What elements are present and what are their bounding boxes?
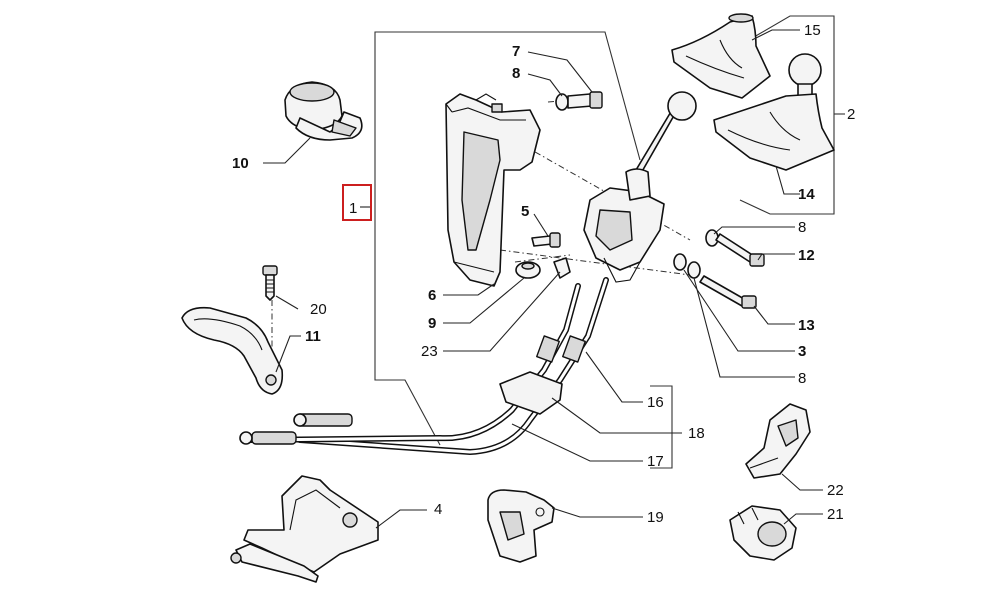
axis-line — [514, 254, 571, 263]
leader-lines — [263, 29, 823, 529]
label-part-6: 6 — [428, 287, 436, 304]
group-2-bracket — [739, 15, 835, 215]
washer-part-3 — [673, 253, 687, 271]
label-part-16: 16 — [647, 394, 664, 411]
label-part-17: 17 — [647, 453, 664, 470]
label-part-2: 2 — [847, 106, 855, 123]
screw-part-20 — [262, 265, 278, 301]
label-part-3: 3 — [798, 343, 806, 360]
label-part-12: 12 — [798, 247, 815, 264]
highlight-box — [342, 184, 372, 221]
bolt-part-7 — [555, 91, 603, 111]
label-part-11: 11 — [305, 328, 321, 345]
label-part-9: 9 — [428, 315, 436, 332]
label-part-20: 20 — [310, 301, 327, 318]
part-labels: 1 2 3 4 5 6 7 8 8 8 9 10 11 12 13 14 15 … — [232, 22, 855, 526]
gaiter-part-15 — [671, 13, 771, 99]
nut-part-9 — [515, 261, 541, 279]
label-part-7: 7 — [512, 43, 520, 60]
bolt-part-12 — [715, 233, 765, 267]
label-part-13: 13 — [798, 317, 815, 334]
gear-lever-assembly — [583, 91, 697, 283]
bracket-part-4 — [230, 475, 379, 583]
label-part-23: 23 — [421, 343, 438, 360]
bracket-part-6 — [445, 93, 541, 287]
washer-part-8b — [687, 261, 701, 279]
lever-part-11 — [181, 306, 284, 395]
label-part-8-mid: 8 — [798, 219, 806, 236]
label-part-22: 22 — [827, 482, 844, 499]
screw-part-5 — [531, 232, 561, 248]
cable-ends — [239, 371, 563, 445]
clip-part-22 — [745, 403, 811, 479]
label-part-10: 10 — [232, 155, 249, 172]
label-part-18: 18 — [688, 425, 705, 442]
mount-part-19 — [487, 489, 555, 563]
group-1-bracket — [374, 31, 641, 446]
clip-part-23 — [553, 257, 571, 279]
label-part-19: 19 — [647, 509, 664, 526]
knob-part-10 — [284, 81, 363, 141]
label-part-8-bottom: 8 — [798, 370, 806, 387]
label-part-8-top: 8 — [512, 65, 520, 82]
label-part-5: 5 — [521, 203, 529, 220]
bolt-part-13 — [699, 275, 757, 309]
label-part-4: 4 — [434, 501, 442, 518]
label-part-21: 21 — [827, 506, 844, 523]
label-part-15: 15 — [804, 22, 821, 39]
gaiter-knob-part-14 — [713, 53, 835, 171]
label-part-1: 1 — [349, 200, 357, 217]
label-part-14: 14 — [798, 186, 815, 203]
axis-line — [499, 249, 691, 276]
group-18-bracket — [650, 385, 673, 469]
clip-part-21 — [729, 505, 797, 561]
